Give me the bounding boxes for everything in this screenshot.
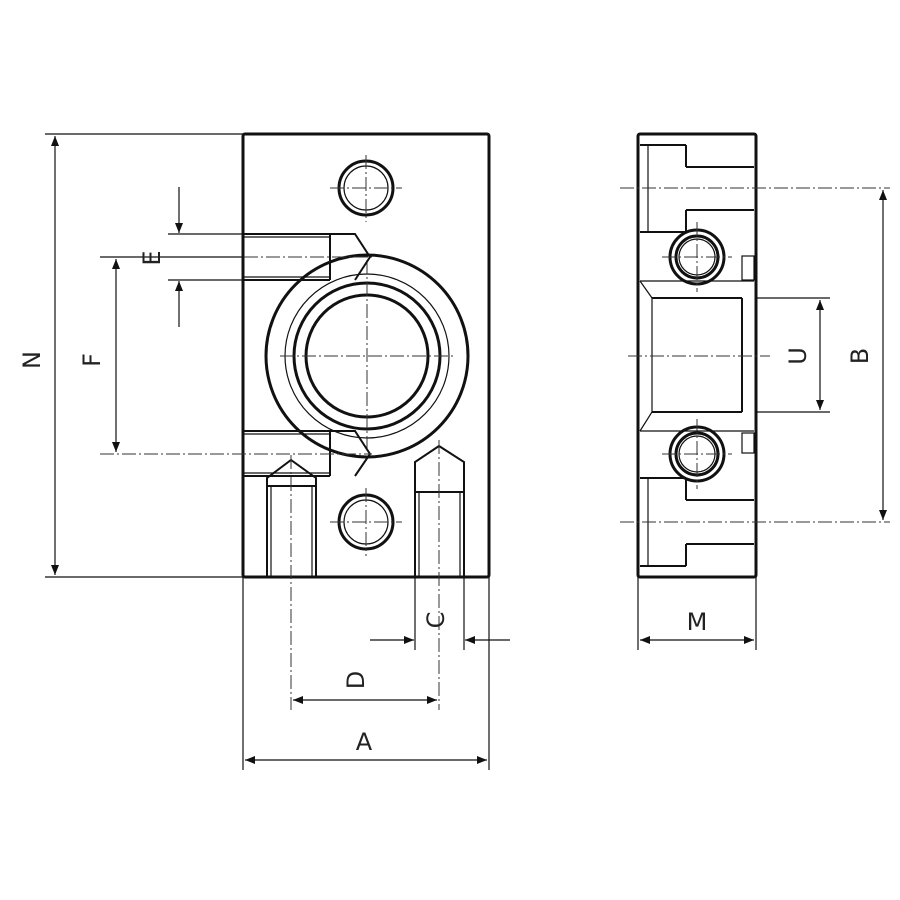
bottom-mounting-hole <box>330 488 402 556</box>
bottom-left-bore <box>266 455 317 710</box>
dimension-label-C: C <box>422 612 450 629</box>
main-port <box>264 253 470 459</box>
dimension-U: U <box>756 297 830 413</box>
top-mounting-hole <box>330 155 402 222</box>
dimension-E: E <box>138 187 243 327</box>
dimension-A: A <box>242 577 490 770</box>
front-body-outline <box>241 132 491 579</box>
dimension-label-M: M <box>687 608 708 636</box>
side-port-section <box>628 255 770 454</box>
dimension-B: B <box>846 190 887 520</box>
dimension-label-B: B <box>846 348 874 364</box>
lower-side-bore <box>100 430 372 477</box>
dimension-D: D <box>293 671 437 704</box>
dimension-label-F: F <box>78 353 106 367</box>
dimension-C: C <box>370 577 510 650</box>
side-top-counterbore <box>620 144 890 233</box>
dimension-label-A: A <box>356 728 373 756</box>
dimension-label-N: N <box>18 351 46 369</box>
front-view <box>100 132 491 710</box>
side-bottom-counterbore <box>620 477 890 567</box>
dimension-N: N <box>18 133 243 578</box>
dimension-label-U: U <box>784 347 812 365</box>
dimension-M: M <box>637 577 757 650</box>
dimension-label-D: D <box>342 671 370 689</box>
side-view <box>620 132 890 579</box>
bottom-right-bore <box>414 440 465 710</box>
dimension-F: F <box>78 256 243 452</box>
side-upper-tapped-hole <box>662 222 732 292</box>
dimension-label-E: E <box>138 250 166 265</box>
